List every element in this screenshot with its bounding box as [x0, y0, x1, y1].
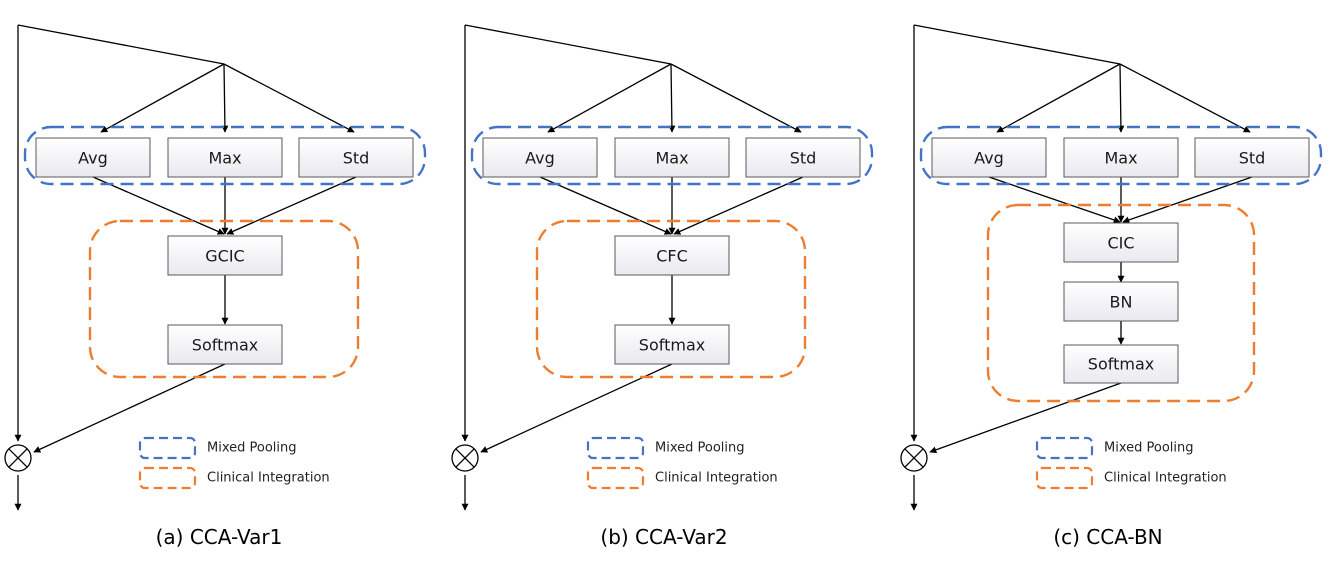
svg-text:Avg: Avg [78, 149, 108, 168]
std-pool-box: Std [1194, 137, 1310, 178]
circled-times-icon [4, 444, 32, 472]
legend-swatch-clinical-integration [1035, 466, 1094, 490]
panel-b: Avg Max Std CFC Softmax Mixed Pooling [451, 24, 874, 549]
svg-text:Std: Std [1239, 149, 1266, 168]
panel-a: Avg Max Std GCIC Softmax Mixed Pooli [4, 24, 427, 549]
svg-text:Avg: Avg [974, 149, 1004, 168]
avg-pool-box: Avg [931, 137, 1047, 178]
clinical-integration-group [986, 203, 1256, 403]
std-pool-box: Std [745, 137, 861, 178]
legend-swatch-mixed-pooling [138, 436, 197, 460]
legend: Mixed Pooling Clinical Integration [586, 436, 778, 490]
svg-text:BN: BN [1110, 293, 1133, 312]
mixed-pooling-group [470, 125, 874, 186]
clinical-integration-group [88, 219, 360, 379]
cfc-box: CFC [614, 235, 730, 276]
legend-label-clinical-integration: Clinical Integration [207, 471, 330, 486]
svg-text:Avg: Avg [525, 149, 555, 168]
panel-caption: (b) CCA-Var2 [600, 525, 727, 549]
std-pool-box: Std [298, 137, 414, 178]
svg-text:Softmax: Softmax [192, 336, 258, 355]
legend-swatch-mixed-pooling [1035, 436, 1094, 460]
input-line [913, 24, 1121, 65]
edge-std-to-integration [226, 176, 357, 235]
edge-to-max [221, 63, 229, 133]
svg-text:Std: Std [790, 149, 817, 168]
svg-text:Softmax: Softmax [1088, 355, 1154, 374]
clinical-integration-group [535, 219, 807, 379]
softmax-box: Softmax [614, 324, 730, 365]
edge-avg-to-integration [539, 176, 672, 235]
input-line [17, 24, 225, 65]
edge-softmax-to-multiply [33, 363, 226, 453]
edge-std-to-integration [673, 176, 804, 235]
svg-text:GCIC: GCIC [205, 247, 244, 266]
bn-box: BN [1063, 281, 1179, 322]
svg-text:CFC: CFC [656, 247, 688, 266]
legend-label-clinical-integration: Clinical Integration [655, 471, 778, 486]
legend-label-clinical-integration: Clinical Integration [1104, 471, 1227, 486]
cic-box: CIC [1063, 222, 1179, 263]
edge-to-max [1117, 63, 1125, 133]
legend-swatch-mixed-pooling [586, 436, 645, 460]
gcic-box: GCIC [167, 235, 283, 276]
legend-swatch-clinical-integration [138, 466, 197, 490]
panel-caption: (a) CCA-Var1 [156, 525, 283, 549]
max-pool-box: Max [1063, 137, 1179, 178]
circled-times-icon [900, 444, 928, 472]
panel-c: Avg Max Std CIC BN Softmax M [900, 24, 1323, 549]
edge-to-std [670, 63, 802, 133]
svg-text:Max: Max [655, 149, 688, 168]
legend-label-mixed-pooling: Mixed Pooling [1104, 441, 1194, 456]
edge-std-to-integration [1122, 176, 1253, 224]
edge-to-avg [547, 63, 672, 133]
panel-caption: (c) CCA-BN [1053, 525, 1162, 549]
svg-text:Max: Max [208, 149, 241, 168]
mixed-pooling-group [23, 125, 427, 186]
mixed-pooling-group [919, 125, 1323, 186]
edge-softmax-to-multiply [929, 382, 1122, 454]
softmax-box: Softmax [167, 324, 283, 365]
max-pool-box: Max [167, 137, 283, 178]
circled-times-icon [451, 444, 479, 472]
svg-text:CIC: CIC [1107, 234, 1134, 253]
softmax-box: Softmax [1063, 344, 1179, 384]
legend: Mixed Pooling Clinical Integration [138, 436, 330, 490]
edge-to-std [1119, 63, 1251, 133]
svg-text:Softmax: Softmax [639, 336, 705, 355]
max-pool-box: Max [614, 137, 730, 178]
svg-text:Max: Max [1104, 149, 1137, 168]
edge-to-avg [100, 63, 225, 133]
legend: Mixed Pooling Clinical Integration [1035, 436, 1227, 490]
edge-to-std [223, 63, 355, 133]
edge-avg-to-integration [92, 176, 225, 235]
legend-swatch-clinical-integration [586, 466, 645, 490]
legend-label-mixed-pooling: Mixed Pooling [207, 441, 297, 456]
input-line [464, 24, 672, 65]
edge-softmax-to-multiply [480, 363, 673, 453]
legend-label-mixed-pooling: Mixed Pooling [655, 441, 745, 456]
avg-pool-box: Avg [482, 137, 598, 178]
avg-pool-box: Avg [35, 137, 151, 178]
edge-to-avg [996, 63, 1121, 133]
edge-avg-to-integration [988, 176, 1121, 224]
edge-to-max [668, 63, 676, 133]
svg-text:Std: Std [343, 149, 370, 168]
